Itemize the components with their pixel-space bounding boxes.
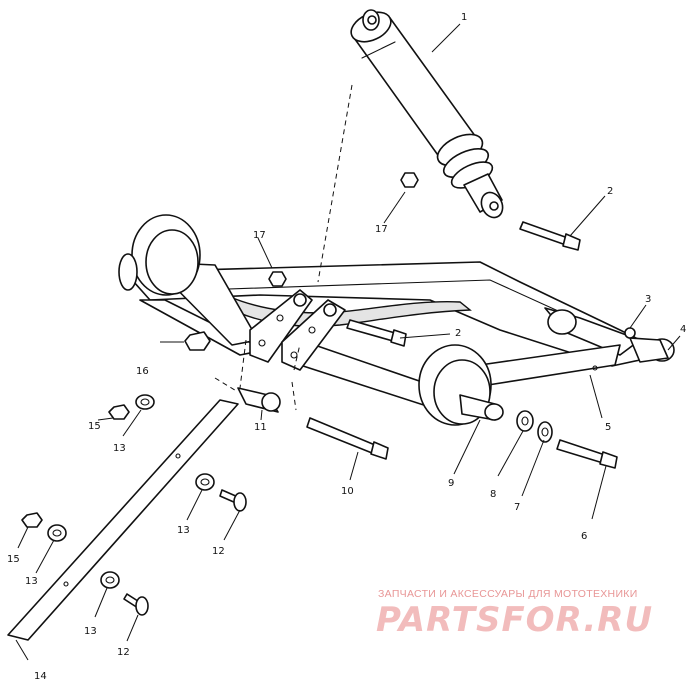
callout-10: 10 — [341, 486, 354, 497]
bolts — [306, 221, 618, 469]
callout-17b: 17 — [253, 230, 266, 241]
callout-7: 7 — [514, 502, 520, 513]
watermark-tagline: ЗАПЧАСТИ И АКСЕССУАРЫ ДЛЯ МОТОТЕХНИКИ — [378, 588, 638, 600]
assembly-lines — [214, 84, 353, 411]
swing-arm-frame — [118, 214, 675, 421]
callout-13d: 13 — [84, 626, 97, 637]
mounting-brackets — [249, 289, 346, 371]
callout-6: 6 — [581, 531, 587, 542]
bushing — [237, 387, 281, 413]
callout-16: 16 — [136, 366, 149, 377]
callout-15a: 15 — [88, 421, 101, 432]
leader-lines — [15, 23, 681, 661]
callout-4: 4 — [680, 324, 686, 335]
callout-15b: 15 — [7, 554, 20, 565]
callout-2a: 2 — [607, 186, 613, 197]
nuts — [21, 172, 419, 528]
callout-12b: 12 — [117, 647, 130, 658]
callout-13c: 13 — [25, 576, 38, 587]
callout-9: 9 — [448, 478, 454, 489]
shock-absorber — [350, 9, 504, 219]
callout-1: 1 — [461, 12, 467, 23]
callout-3: 3 — [645, 294, 651, 305]
callout-2b: 2 — [455, 328, 461, 339]
roller-wheel — [418, 344, 504, 426]
callout-13a: 13 — [113, 443, 126, 454]
washers — [47, 394, 553, 589]
callout-11: 11 — [254, 422, 267, 433]
callout-17a: 17 — [375, 224, 388, 235]
callout-13b: 13 — [177, 525, 190, 536]
wear-strip — [7, 399, 239, 641]
callout-14: 14 — [34, 671, 47, 681]
watermark-logo: PARTSFOR.RU — [376, 600, 654, 640]
rivets — [123, 489, 247, 616]
callout-5: 5 — [605, 422, 611, 433]
callout-labels: 1 2 2 3 4 5 6 7 8 9 10 11 12 12 13 13 13… — [7, 12, 686, 681]
callout-12a: 12 — [212, 546, 225, 557]
callout-8: 8 — [490, 489, 496, 500]
